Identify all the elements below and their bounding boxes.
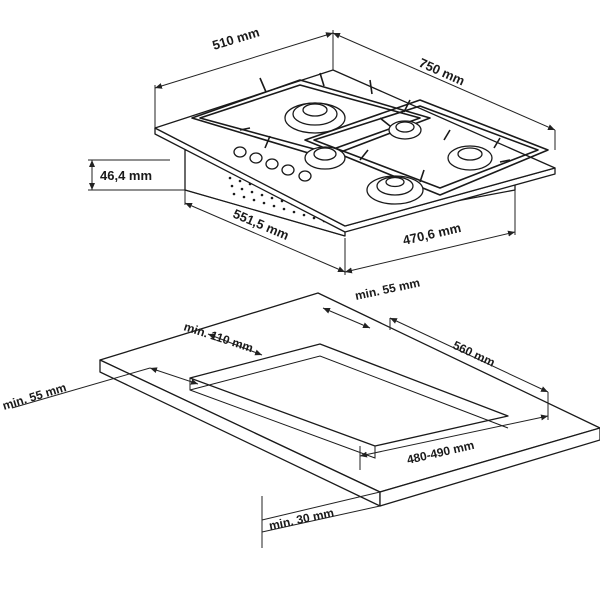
cutout-width-line (359, 414, 549, 458)
glass-top (154, 69, 556, 227)
height-label: 46,4 mm (100, 168, 152, 183)
depth-dimension-line (332, 32, 556, 131)
thickness-label: min. 30 mm (268, 506, 335, 533)
rear-clearance-label: min. 55 mm (354, 276, 421, 303)
hob-illustration: 510 mm 750 mm 46,4 mm 551,5 mm 470,6 mm (88, 24, 556, 275)
cut-width-dimension-line (184, 202, 346, 273)
cut-depth-label: 470,6 mm (401, 220, 462, 248)
cut-depth-dimension-line (344, 230, 516, 274)
pan-supports (191, 72, 549, 196)
worktop-illustration: min. 55 mm min. 110 mm min. 55 mm 560 mm… (1, 276, 600, 548)
width-dimension-line (154, 32, 334, 89)
side-clearance-line (207, 333, 263, 356)
depth-label: 750 mm (417, 55, 467, 88)
length-dimension-line (389, 317, 549, 393)
front-clearance-label: min. 55 mm (1, 380, 68, 413)
rear-clearance-line (322, 307, 371, 329)
width-label: 510 mm (210, 24, 261, 53)
front-clearance-line (149, 367, 199, 385)
control-knobs (233, 146, 312, 182)
burners (284, 102, 493, 205)
